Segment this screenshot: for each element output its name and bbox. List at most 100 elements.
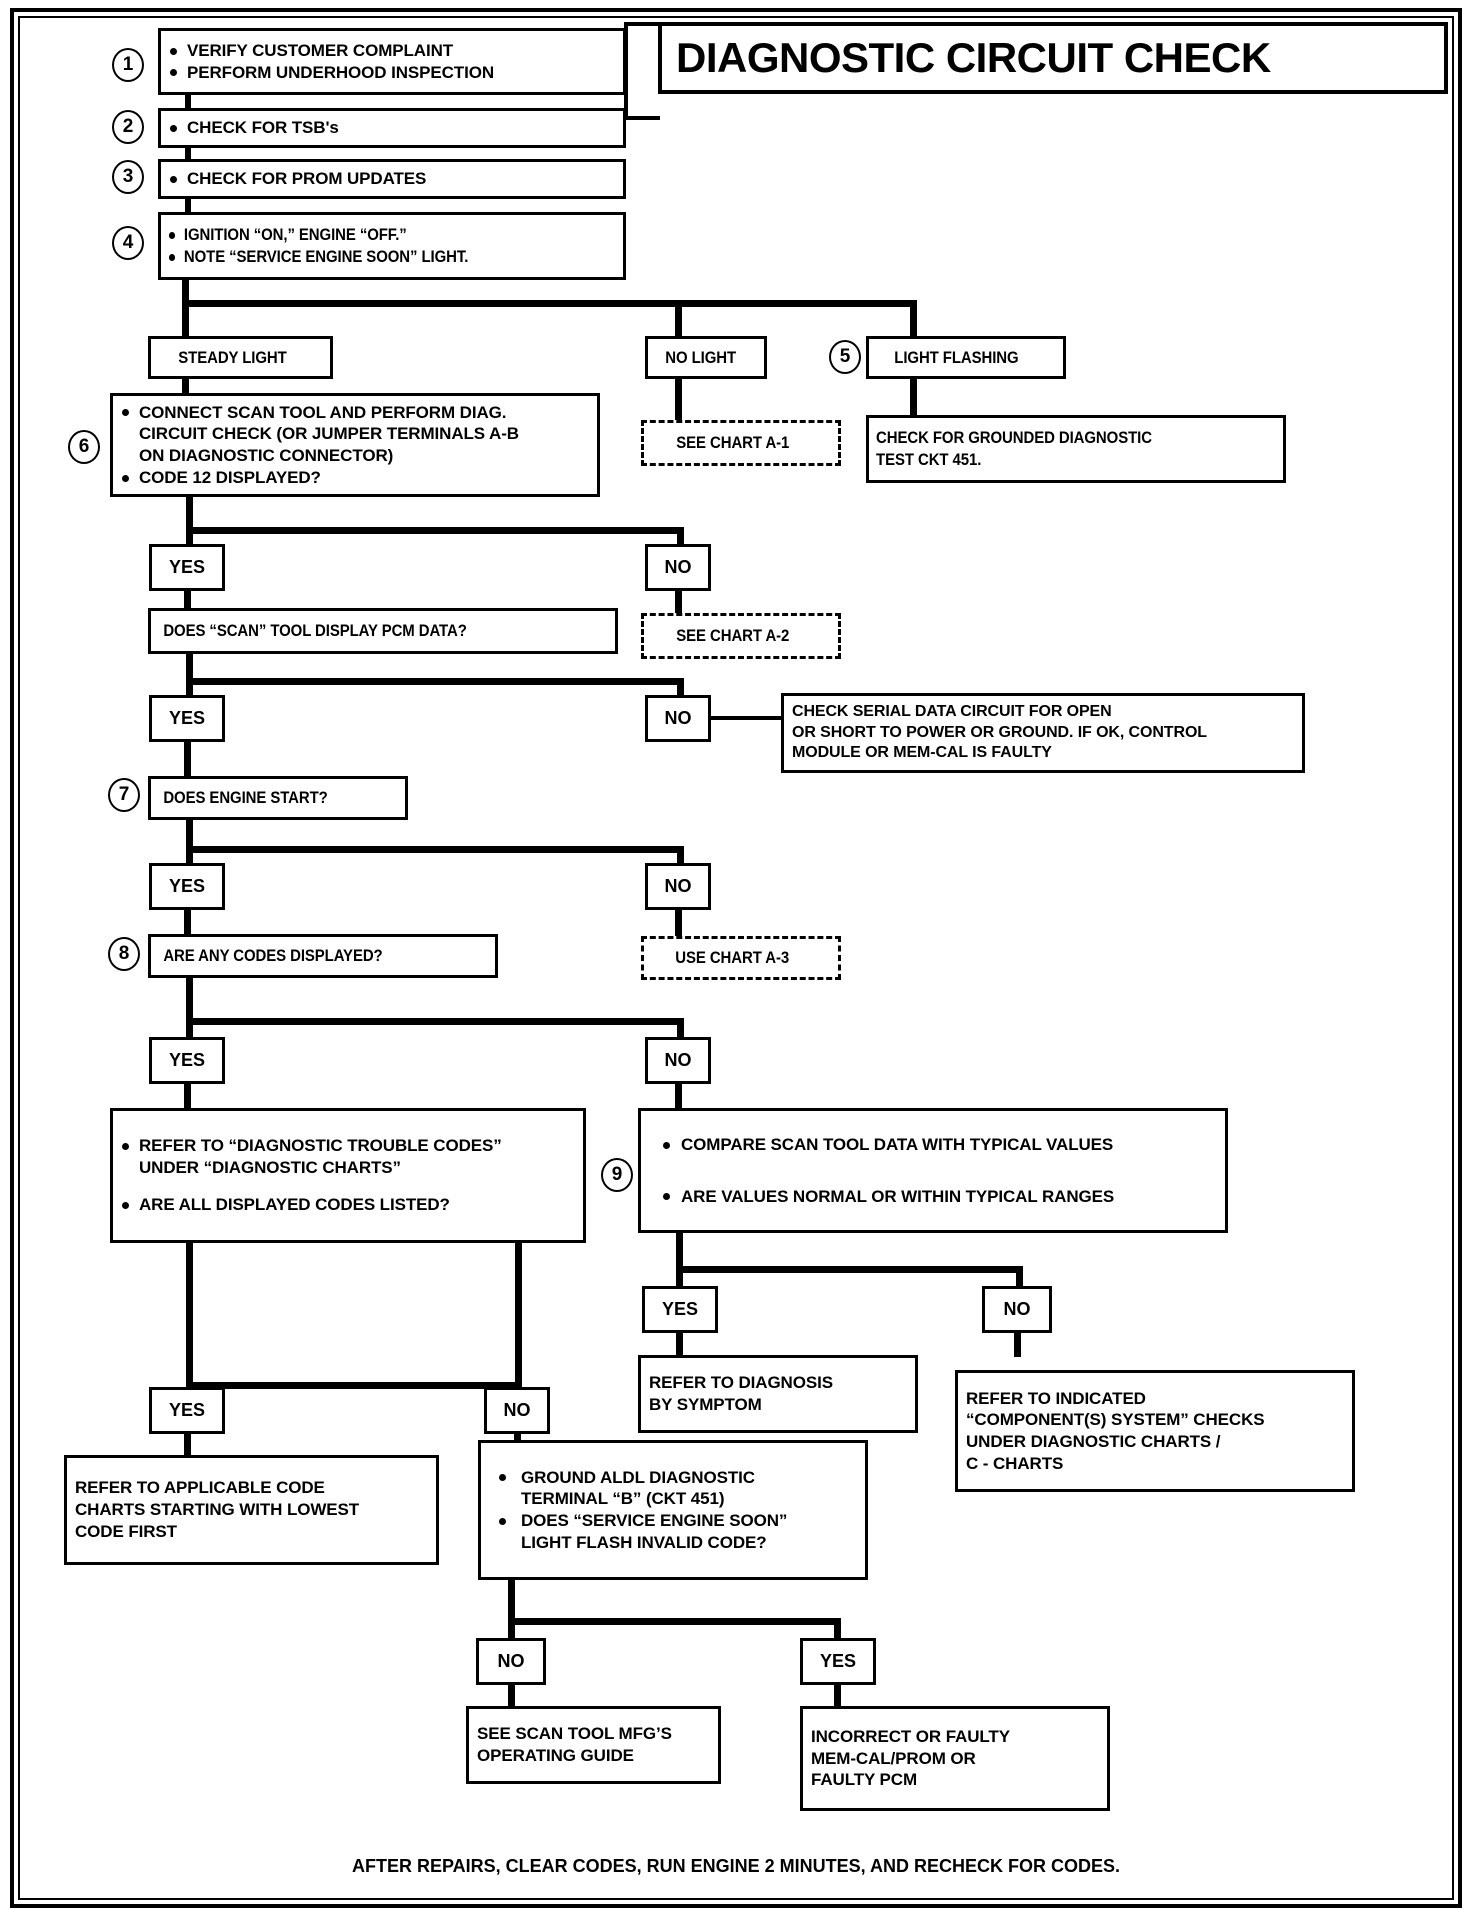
decision-no-groundaldl[interactable]: NO: [476, 1638, 546, 1685]
node-mfg-guide[interactable]: SEE SCAN TOOL MFG’S OPERATING GUIDE: [466, 1706, 721, 1784]
decision-yes-step9[interactable]: YES: [642, 1286, 718, 1333]
connector-step8-yes: [186, 1018, 193, 1038]
decision-yes-step8[interactable]: YES: [149, 1037, 225, 1084]
node-step4-line-2: NOTE “SERVICE ENGINE SOON” LIGHT.: [161, 246, 568, 268]
step-number-7: 7: [108, 778, 140, 812]
node-ground-aldl-line-3: DOES “SERVICE ENGINE SOON”: [481, 1510, 865, 1532]
connector-referdtc-down: [186, 1243, 193, 1388]
node-scan-pcm[interactable]: DOES “SCAN” TOOL DISPLAY PCM DATA?: [148, 608, 618, 654]
step-number-6: 6: [68, 430, 100, 464]
connector-step3-step4: [185, 199, 191, 214]
node-step4-line-1: IGNITION “ON,” ENGINE “OFF.”: [161, 224, 568, 246]
decision-no-step6[interactable]: NO: [645, 544, 711, 591]
node-faulty-memcal-line-1: INCORRECT OR FAULTY: [811, 1726, 1010, 1746]
connector-step2-step3: [185, 148, 191, 161]
node-step6[interactable]: CONNECT SCAN TOOL AND PERFORM DIAG. CIRC…: [110, 393, 600, 497]
decision-yes-referdtc[interactable]: YES: [149, 1387, 225, 1434]
connector-scanpcm-bus: [186, 678, 684, 685]
node-applicable-code-line-1: REFER TO APPLICABLE CODE: [75, 1478, 325, 1498]
connector-referdtc-no: [515, 1382, 522, 1388]
node-refer-indicated-line-4: C - CHARTS: [966, 1453, 1064, 1473]
node-refer-dtc-line-2: UNDER “DIAGNOSTIC CHARTS”: [139, 1157, 401, 1177]
node-step1-line-1: VERIFY CUSTOMER COMPLAINT: [161, 40, 623, 62]
node-light-flashing-label: LIGHT FLASHING: [894, 347, 1019, 367]
connector-yes-faultymemcal: [834, 1685, 841, 1707]
node-diag-symptom[interactable]: REFER TO DIAGNOSIS BY SYMPTOM: [638, 1355, 918, 1433]
node-refer-dtc-line-3: ARE ALL DISPLAYED CODES LISTED?: [113, 1194, 583, 1216]
node-step3[interactable]: CHECK FOR PROM UPDATES: [158, 159, 626, 199]
node-grounded-ckt-line-2: TEST CKT 451.: [876, 450, 982, 469]
node-no-light-label: NO LIGHT: [665, 347, 736, 367]
node-ground-aldl[interactable]: GROUND ALDL DIAGNOSTIC TERMINAL “B” (CKT…: [478, 1440, 868, 1580]
connector-step1-step2: [185, 95, 191, 110]
decision-yes-step7[interactable]: YES: [149, 863, 225, 910]
connector-step6-down: [186, 497, 193, 533]
connector-step8-bus: [186, 1018, 684, 1025]
node-step2[interactable]: CHECK FOR TSB's: [158, 108, 626, 148]
node-chart-a3[interactable]: USE CHART A-3: [641, 936, 841, 980]
node-step3-line-1: CHECK FOR PROM UPDATES: [161, 168, 623, 190]
connector-groundaldl-down: [508, 1580, 515, 1625]
node-light-flashing[interactable]: LIGHT FLASHING: [866, 336, 1066, 379]
node-refer-indicated[interactable]: REFER TO INDICATED “COMPONENT(S) SYSTEM”…: [955, 1370, 1355, 1492]
node-step7[interactable]: DOES ENGINE START?: [148, 776, 408, 820]
node-refer-indicated-line-1: REFER TO INDICATED: [966, 1388, 1146, 1408]
connector-yes-applicablecode: [184, 1434, 191, 1456]
node-step6-line-1: CONNECT SCAN TOOL AND PERFORM DIAG.: [113, 402, 597, 424]
node-applicable-code-line-2: CHARTS STARTING WITH LOWEST: [75, 1500, 360, 1520]
connector-step9-down: [676, 1233, 683, 1273]
node-refer-indicated-line-2: “COMPONENT(S) SYSTEM” CHECKS: [966, 1410, 1265, 1430]
decision-yes-step6[interactable]: YES: [149, 544, 225, 591]
node-step1-line-2: PERFORM UNDERHOOD INSPECTION: [161, 62, 623, 84]
decision-no-step9[interactable]: NO: [982, 1286, 1052, 1333]
node-serial-data[interactable]: CHECK SERIAL DATA CIRCUIT FOR OPEN OR SH…: [781, 693, 1305, 773]
node-step8[interactable]: ARE ANY CODES DISPLAYED?: [148, 934, 498, 978]
node-step6-line-2: CIRCUIT CHECK (OR JUMPER TERMINALS A-B: [139, 424, 519, 444]
node-ground-aldl-line-2: TERMINAL “B” (CKT 451): [521, 1489, 725, 1509]
footer-note: AFTER REPAIRS, CLEAR CODES, RUN ENGINE 2…: [351, 1856, 1121, 1876]
node-applicable-code-line-3: CODE FIRST: [75, 1521, 177, 1541]
title-left-stub: [624, 22, 660, 120]
node-faulty-memcal[interactable]: INCORRECT OR FAULTY MEM-CAL/PROM OR FAUL…: [800, 1706, 1110, 1811]
connector-step7-down: [186, 820, 193, 852]
decision-no-scanpcm[interactable]: NO: [645, 695, 711, 742]
node-step4[interactable]: IGNITION “ON,” ENGINE “OFF.” NOTE “SERVI…: [158, 212, 626, 280]
node-steady-light[interactable]: STEADY LIGHT: [148, 336, 333, 379]
decision-yes-scanpcm[interactable]: YES: [149, 695, 225, 742]
node-chart-a2-label: SEE CHART A-2: [676, 626, 790, 646]
node-chart-a1[interactable]: SEE CHART A-1: [641, 420, 841, 466]
step-number-9: 9: [601, 1158, 633, 1192]
node-applicable-code[interactable]: REFER TO APPLICABLE CODE CHARTS STARTING…: [64, 1455, 439, 1565]
node-grounded-ckt[interactable]: CHECK FOR GROUNDED DIAGNOSTIC TEST CKT 4…: [866, 415, 1286, 483]
node-step1[interactable]: VERIFY CUSTOMER COMPLAINT PERFORM UNDERH…: [158, 28, 626, 95]
decision-no-step7[interactable]: NO: [645, 863, 711, 910]
connector-yes-scanpcm: [184, 591, 191, 609]
node-step9[interactable]: COMPARE SCAN TOOL DATA WITH TYPICAL VALU…: [638, 1108, 1228, 1233]
connector-flashing-grounded: [910, 379, 917, 417]
node-chart-a1-label: SEE CHART A-1: [676, 433, 790, 453]
connector-step6-bus: [186, 527, 684, 534]
node-step8-label: ARE ANY CODES DISPLAYED?: [163, 946, 383, 966]
node-refer-dtc[interactable]: REFER TO “DIAGNOSTIC TROUBLE CODES” UNDE…: [110, 1108, 586, 1243]
node-no-light[interactable]: NO LIGHT: [645, 336, 767, 379]
node-diag-symptom-line-1: REFER TO DIAGNOSIS: [649, 1373, 833, 1393]
node-serial-data-line-3: MODULE OR MEM-CAL IS FAULTY: [792, 744, 1052, 762]
node-mfg-guide-line-1: SEE SCAN TOOL MFG’S: [477, 1724, 672, 1744]
connector-no-step9: [675, 1084, 682, 1109]
step-number-4: 4: [112, 226, 144, 260]
connector-yes-step7: [184, 742, 191, 777]
connector-step9-yes: [676, 1266, 683, 1288]
node-chart-a2[interactable]: SEE CHART A-2: [641, 613, 841, 659]
connector-scanpcm-no: [677, 678, 684, 696]
decision-yes-groundaldl[interactable]: YES: [800, 1638, 876, 1685]
connector-steady-step6: [182, 379, 189, 394]
step-number-1: 1: [112, 48, 144, 82]
decision-no-referdtc[interactable]: NO: [484, 1387, 550, 1434]
connector-groundaldl-no: [508, 1618, 515, 1640]
node-scan-pcm-label: DOES “SCAN” TOOL DISPLAY PCM DATA?: [163, 621, 467, 641]
connector-referdtc-bus: [186, 1382, 522, 1389]
decision-no-step8[interactable]: NO: [645, 1037, 711, 1084]
connector-scanpcm-yes: [186, 678, 193, 696]
connector-yes-referdtc: [184, 1084, 191, 1109]
